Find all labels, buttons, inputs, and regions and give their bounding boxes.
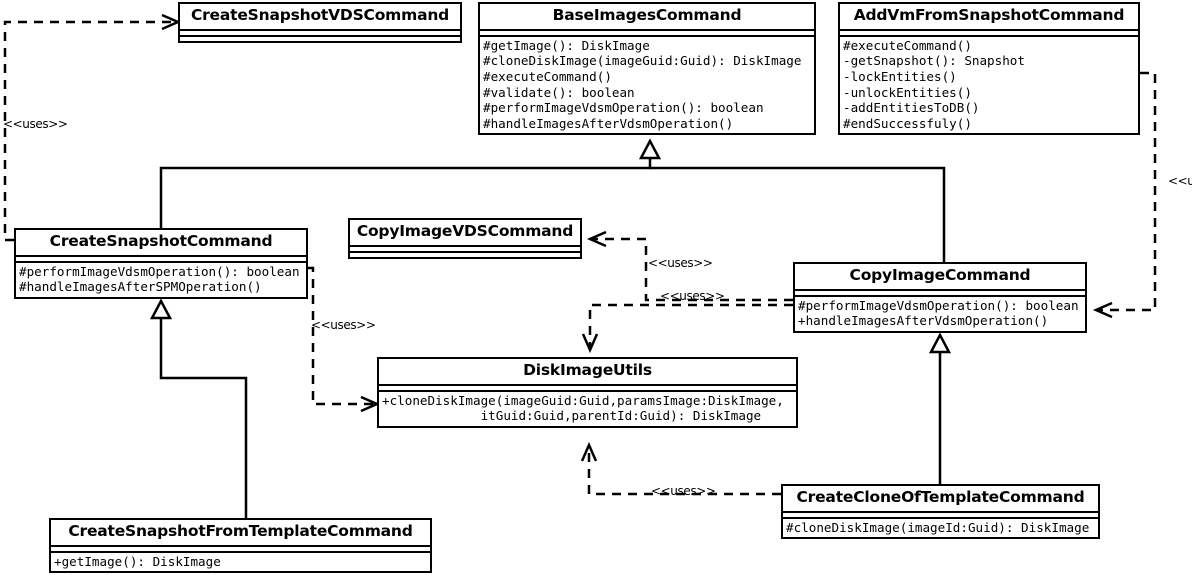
class-member: #performImageVdsmOperation(): boolean <box>798 297 1079 313</box>
class-operations-compartment: #performImageVdsmOperation(): boolean #h… <box>16 263 306 297</box>
class-member: #performImageVdsmOperation(): boolean <box>19 263 300 279</box>
class-member: -getSnapshot(): Snapshot <box>843 53 1025 69</box>
class-member: #handleImagesAfterSPMOperation() <box>19 279 262 295</box>
class-operations-compartment: #cloneDiskImage(imageId:Guid): DiskImage <box>783 519 1098 538</box>
class-box-disk-image-utils[interactable]: DiskImageUtils +cloneDiskImage(imageGuid… <box>377 357 798 428</box>
class-separator <box>350 250 580 253</box>
dependency-createcloneoftemplate-to-diskimageutils <box>580 441 781 496</box>
class-member: +handleImagesAfterVdsmOperation() <box>798 313 1049 329</box>
class-box-create-snapshot-command[interactable]: CreateSnapshotCommand #performImageVdsmO… <box>14 228 308 299</box>
class-operations-compartment: +cloneDiskImage(imageGuid:Guid,paramsIma… <box>379 392 796 426</box>
class-separator <box>379 389 796 392</box>
stereotype-label-uses-createsnapshot-to-diskimageutils: <<uses>> <box>311 318 376 332</box>
dependency-createsnapshot-to-diskimageutils <box>308 266 381 413</box>
class-box-add-vm-from-snapshot-command[interactable]: AddVmFromSnapshotCommand #executeCommand… <box>838 2 1140 136</box>
class-member: itGuid:Guid,parentId:Guid): DiskImage <box>382 408 762 424</box>
class-operations-compartment <box>350 253 580 257</box>
class-separator <box>350 244 580 247</box>
class-title-base-images-command: BaseImagesCommand <box>552 6 742 24</box>
class-member: +cloneDiskImage(imageGuid:Guid,paramsIma… <box>382 392 784 408</box>
class-box-copy-image-vds-command[interactable]: CopyImageVDSCommand <box>348 218 582 259</box>
class-member: #performImageVdsmOperation(): boolean <box>483 100 764 116</box>
generalization-createcloneoftemplate-to-copyimage <box>928 332 952 485</box>
class-member: #executeCommand() <box>483 69 612 84</box>
class-separator <box>840 28 1138 31</box>
class-separator <box>51 550 430 553</box>
class-box-base-images-command[interactable]: BaseImagesCommand #getImage(): DiskImage… <box>478 2 816 136</box>
class-separator <box>480 28 814 31</box>
generalization-createsnapshotfromtemplate-to-createsnapshot <box>149 298 248 518</box>
generalization-createsnapshot-to-baseimages <box>159 138 662 228</box>
class-title-copy-image-vds-command: CopyImageVDSCommand <box>356 222 574 240</box>
class-separator <box>51 544 430 547</box>
class-operations-compartment: +getImage(): DiskImage <box>51 553 430 572</box>
class-title-copy-image-command: CopyImageCommand <box>849 266 1031 284</box>
class-separator <box>16 254 306 257</box>
class-separator <box>840 34 1138 37</box>
class-title-create-snapshot-vds-command: CreateSnapshotVDSCommand <box>190 6 450 24</box>
dependency-addvmfromsnapshot-to-copyimage <box>1092 71 1157 319</box>
class-separator <box>16 260 306 263</box>
class-member: -addEntitiesToDB() <box>843 100 980 116</box>
class-separator <box>480 34 814 37</box>
class-member: #handleImagesAfterVdsmOperation() <box>483 115 734 131</box>
class-member: +getImage(): DiskImage <box>54 553 221 569</box>
class-title-create-snapshot-command: CreateSnapshotCommand <box>49 232 273 250</box>
class-title-create-snapshot-from-template-command: CreateSnapshotFromTemplateCommand <box>68 522 413 540</box>
class-operations-compartment <box>180 37 460 41</box>
class-separator <box>180 34 460 37</box>
class-separator <box>783 510 1098 513</box>
class-box-create-snapshot-vds-command[interactable]: CreateSnapshotVDSCommand <box>178 2 462 43</box>
dependency-copyimage-to-copyimagevds <box>586 230 793 302</box>
class-operations-compartment: #performImageVdsmOperation(): boolean +h… <box>795 297 1085 331</box>
stereotype-label-uses-copyimage-to-diskimageutils: <<uses>> <box>660 289 725 303</box>
class-box-create-snapshot-from-template-command[interactable]: CreateSnapshotFromTemplateCommand +getIm… <box>49 518 432 574</box>
stereotype-label-uses-left: <<uses>> <box>3 117 68 131</box>
class-title-add-vm-from-snapshot-command: AddVmFromSnapshotCommand <box>853 6 1125 24</box>
class-member: #executeCommand() <box>843 37 972 53</box>
dependency-copyimage-to-diskimageutils <box>581 303 793 354</box>
class-member: #endSuccessfuly() <box>843 115 972 131</box>
class-box-copy-image-command[interactable]: CopyImageCommand #performImageVdsmOperat… <box>793 262 1087 333</box>
class-box-create-clone-of-template-command[interactable]: CreateCloneOfTemplateCommand #cloneDiskI… <box>781 484 1100 540</box>
class-operations-compartment: #getImage(): DiskImage #cloneDiskImage(i… <box>480 37 814 134</box>
generalization-copyimage-to-baseimages <box>650 166 946 262</box>
class-separator <box>795 294 1085 297</box>
class-member: -lockEntities() <box>843 69 957 84</box>
stereotype-label-uses-copyimagevds: <<uses>> <box>648 256 713 270</box>
class-operations-compartment: #executeCommand() -getSnapshot(): Snapsh… <box>840 37 1138 134</box>
class-member: #getImage(): DiskImage <box>483 37 650 53</box>
class-title-create-clone-of-template-command: CreateCloneOfTemplateCommand <box>796 488 1085 506</box>
class-member: #cloneDiskImage(imageId:Guid): DiskImage <box>786 519 1090 535</box>
class-member: -unlockEntities() <box>843 84 972 100</box>
class-separator <box>379 383 796 386</box>
stereotype-label-uses-right-edge: <<us <box>1168 174 1192 188</box>
class-separator <box>783 516 1098 519</box>
class-title-disk-image-utils: DiskImageUtils <box>523 361 652 379</box>
stereotype-label-uses-createclone-to-diskimageutils: <<uses>> <box>651 484 716 498</box>
class-member: #validate(): boolean <box>483 84 635 100</box>
class-member: #cloneDiskImage(imageGuid:Guid): DiskIma… <box>483 53 802 69</box>
class-separator <box>180 28 460 31</box>
class-separator <box>795 288 1085 291</box>
